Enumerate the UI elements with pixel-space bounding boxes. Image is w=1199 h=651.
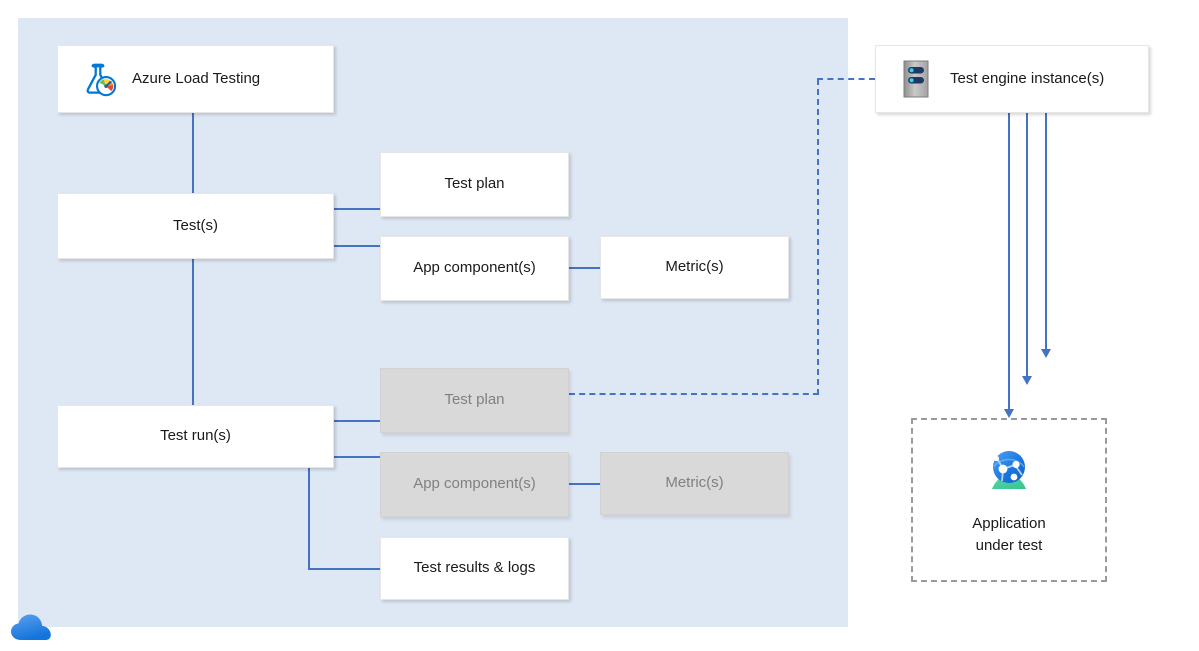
node-label: Metric(s) [665,258,724,276]
node-tests[interactable]: Test(s) [57,193,334,259]
dashed-connector-testplan-to-engine-v [817,79,819,395]
globe-network-icon [982,443,1036,497]
connector-engine-to-aut-2 [1026,113,1028,377]
node-test-engine-instances[interactable]: Test engine instance(s) [875,45,1149,113]
arrowhead-engine-to-aut-3 [1041,349,1051,358]
application-under-test-label: Application under test [972,513,1045,557]
node-test-plan-snapshot[interactable]: Test plan [380,368,569,433]
node-label: App component(s) [413,475,536,493]
node-test-runs[interactable]: Test run(s) [57,405,334,468]
node-label: Test plan [444,391,505,409]
node-label: Test(s) [173,216,218,234]
connector-testruns-to-appcomponents-snapshot [333,456,380,458]
node-test-plan[interactable]: Test plan [380,152,569,217]
connector-engine-to-aut-3 [1045,113,1047,350]
node-label: Azure Load Testing [132,69,261,87]
arrowhead-engine-to-aut-1 [1004,409,1014,418]
node-label: App component(s) [413,259,536,277]
connector-tests-to-testplan [333,208,380,210]
connector-testruns-to-testplan-snapshot [333,420,380,422]
connector-appcomponents-snapshot-to-metrics-snapshot [569,483,600,485]
node-test-results-logs[interactable]: Test results & logs [380,537,569,600]
aut-label-line1: Application [972,515,1046,533]
application-under-test-region [848,342,1199,651]
node-metrics-snapshot[interactable]: Metric(s) [600,452,789,515]
connector-tests-to-testruns [192,259,194,405]
azure-cloud-region [18,18,848,627]
node-application-under-test[interactable]: Application under test [911,418,1107,582]
node-label: Test plan [444,175,505,193]
connector-testruns-elbow-horizontal [308,568,380,570]
node-metrics[interactable]: Metric(s) [600,236,789,299]
connector-engine-to-aut-1 [1008,113,1010,410]
cloud-icon [10,612,54,642]
dashed-connector-testplan-to-engine-h2 [817,78,875,80]
node-label: Metric(s) [665,474,724,492]
connector-testruns-elbow-vertical [308,468,310,570]
connector-alt-to-tests [192,113,194,193]
flask-gauge-icon [78,59,118,99]
node-label: Test results & logs [413,559,536,577]
server-icon [896,59,936,99]
node-app-components-snapshot[interactable]: App component(s) [380,452,569,517]
node-app-components[interactable]: App component(s) [380,236,569,301]
aut-label-line2: under test [975,537,1043,554]
connector-appcomponents-to-metrics [569,267,600,269]
connector-tests-to-appcomponents [333,245,380,247]
node-label: Test engine instance(s) [950,69,1105,87]
node-azure-load-testing[interactable]: Azure Load Testing [57,45,334,113]
node-label: Test run(s) [160,427,231,445]
arrowhead-engine-to-aut-2 [1022,376,1032,385]
dashed-connector-testplan-to-engine-h1 [569,393,819,395]
